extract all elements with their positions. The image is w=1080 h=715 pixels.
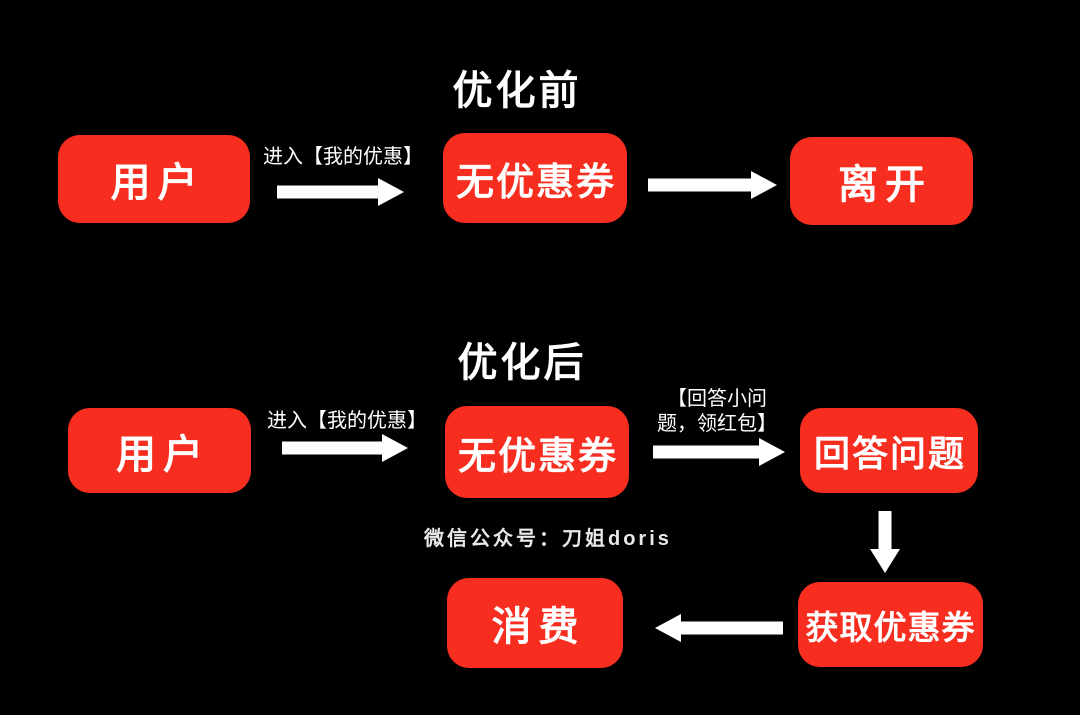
arrow-right-icon <box>653 438 785 466</box>
section-title-after: 优化后 <box>457 341 587 385</box>
node-user-before-label: 用户 <box>110 161 205 205</box>
arrow-head <box>759 438 785 466</box>
node-no-coupon-before-label: 无优惠券 <box>455 161 616 204</box>
arrow-head <box>655 614 681 642</box>
edge-enter-label-after: 进入【我的优惠】 <box>267 410 427 432</box>
arrow-right-icon <box>648 171 777 199</box>
edge-answer-label-line2: 题，领红包】 <box>657 413 777 435</box>
section-title-before: 优化前 <box>452 69 582 113</box>
node-user-before: 用户 <box>58 135 250 223</box>
node-user-after: 用户 <box>68 408 251 493</box>
arrow-shaft <box>282 441 383 455</box>
edge-enter-label-before: 进入【我的优惠】 <box>263 146 423 168</box>
arrow-right-icon <box>277 178 404 206</box>
arrow-shaft <box>277 185 379 199</box>
node-no-coupon-before: 无优惠券 <box>443 133 627 223</box>
edge-answer-label-line1: 【回答小问 <box>667 388 767 410</box>
edge-answer-label: 【回答小问 题，领红包】 <box>657 387 777 437</box>
arrow-head <box>378 178 404 206</box>
node-answer: 回答问题 <box>800 408 978 493</box>
watermark-text: 微信公众号：刀姐doris <box>424 528 672 550</box>
arrow-head <box>751 171 777 199</box>
arrow-shaft <box>878 511 892 550</box>
node-user-after-label: 用户 <box>116 432 210 477</box>
arrow-down-icon <box>870 511 900 573</box>
node-get-coupon: 获取优惠券 <box>798 582 983 667</box>
node-no-coupon-after-label: 无优惠券 <box>457 435 618 478</box>
node-no-coupon-after: 无优惠券 <box>445 406 629 498</box>
arrow-shaft <box>653 445 760 459</box>
arrow-left-icon <box>655 614 783 642</box>
arrow-shaft <box>648 178 752 192</box>
arrow-right-icon <box>282 434 408 462</box>
node-leave-label: 离开 <box>838 163 932 207</box>
node-answer-label: 回答问题 <box>813 432 966 474</box>
node-get-coupon-label: 获取优惠券 <box>805 608 976 646</box>
arrow-shaft <box>680 621 783 635</box>
node-consume-label: 消费 <box>491 605 586 649</box>
node-consume: 消费 <box>447 578 623 668</box>
arrow-head <box>870 549 900 573</box>
node-leave: 离开 <box>790 137 973 225</box>
arrow-head <box>382 434 408 462</box>
